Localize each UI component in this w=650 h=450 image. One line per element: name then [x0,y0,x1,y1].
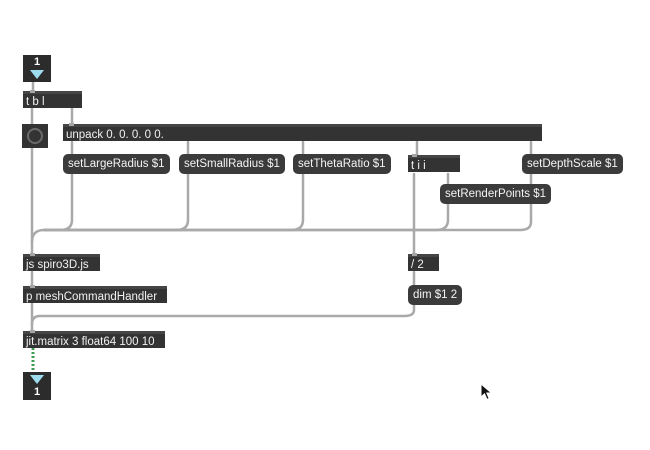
divide-label: / 2 [411,259,424,271]
mesh-command-handler-object[interactable]: p meshCommandHandler [23,286,167,303]
outlet-arrow-icon [30,375,44,384]
mesh-command-handler-label: p meshCommandHandler [26,291,158,303]
cord-largeradius-to-js [30,172,74,244]
outlet-number: 1 [33,386,41,398]
cord-thetaratio-to-js [42,172,305,232]
set-theta-ratio-label: setThetaRatio $1 [298,158,386,170]
inlet-arrow-icon [30,70,44,79]
set-render-points-label: setRenderPoints $1 [445,188,547,200]
set-small-radius-label: setSmallRadius $1 [184,158,280,170]
js-spiro3d-label: js spiro3D.js [26,259,89,271]
trigger-tbl-label: t b l [26,96,45,108]
trigger-tii-label: t i i [411,160,426,172]
set-small-radius-message[interactable]: setSmallRadius $1 [179,154,285,174]
set-depth-scale-message[interactable]: setDepthScale $1 [522,154,623,174]
js-spiro3d-object[interactable]: js spiro3D.js [23,254,100,271]
dim-label: dim $1 2 [413,289,458,301]
patcher-inlet[interactable]: 1 [23,55,51,82]
set-large-radius-message[interactable]: setLargeRadius $1 [63,154,170,174]
patcher-outlet[interactable]: 1 [23,372,51,400]
tii-inlet-port[interactable] [412,154,417,157]
jit-matrix-label: jit.matrix 3 float64 100 10 [26,336,155,348]
set-render-points-message[interactable]: setRenderPoints $1 [440,184,552,204]
divide-inlet-port[interactable] [412,253,417,256]
cord-depthscale-to-js [42,172,533,232]
unpack-object[interactable]: unpack 0. 0. 0. 0 0. [63,124,542,141]
toggle-ring-icon [27,128,43,144]
matrix-inlet-port[interactable] [30,330,35,333]
js-inlet-port[interactable] [30,253,35,256]
inlet-number: 1 [33,56,41,68]
set-theta-ratio-message[interactable]: setThetaRatio $1 [293,154,391,174]
jit-matrix-object[interactable]: jit.matrix 3 float64 100 10 [23,331,165,348]
set-large-radius-label: setLargeRadius $1 [68,158,165,170]
cord-dim-to-matrix [30,303,416,326]
set-depth-scale-label: setDepthScale $1 [527,158,618,170]
trigger-tbl-object[interactable]: t b l [23,91,82,108]
toggle[interactable] [22,124,48,148]
cord-smallradius-to-js [42,172,190,232]
dim-message[interactable]: dim $1 2 [408,285,463,305]
unpack-inlet-port[interactable] [69,123,74,126]
tbl-inlet-port[interactable] [30,90,35,93]
divide-object[interactable]: / 2 [408,254,439,271]
mouse-cursor-icon [480,383,493,401]
cord-renderpoints-to-js [42,202,450,232]
trigger-tii-object[interactable]: t i i [408,155,460,172]
mesh-inlet-port[interactable] [30,285,35,288]
unpack-label: unpack 0. 0. 0. 0 0. [66,129,164,141]
